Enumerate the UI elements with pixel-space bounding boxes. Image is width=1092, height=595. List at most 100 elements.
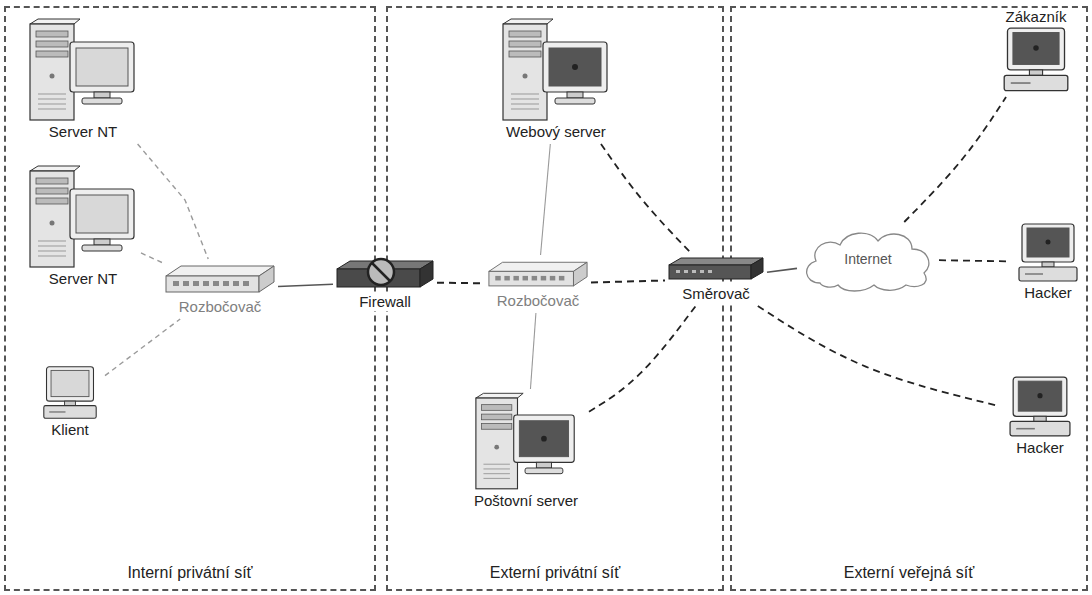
drive-bay: [36, 41, 68, 47]
vent-line: [483, 468, 509, 469]
firewall-icon: [336, 253, 434, 293]
monitor-frame: [1022, 224, 1074, 262]
hub-node: Rozbočovač: [488, 258, 588, 310]
monitor-frame: [514, 415, 575, 462]
hub-node: Rozbočovač: [165, 262, 275, 316]
cloud-outline: [807, 233, 929, 291]
drive-bay: [482, 424, 512, 430]
screen-dot: [1046, 240, 1051, 245]
hub-port: [193, 281, 199, 286]
tower-top: [476, 393, 523, 398]
hub-top: [166, 266, 274, 276]
hub-port: [523, 276, 528, 281]
network-link: [904, 97, 1006, 222]
router-node: Směrovač: [668, 255, 764, 303]
pc-icon: [38, 365, 102, 421]
monitor-stand: [1034, 416, 1046, 421]
hub-port: [183, 281, 189, 286]
hub-port: [203, 281, 209, 286]
monitor-screen: [76, 195, 128, 233]
device-label: Hacker: [1022, 284, 1074, 302]
drive-bay: [509, 51, 541, 57]
monitor-stand: [536, 462, 551, 468]
vent-line: [511, 99, 539, 100]
zone-label: Externí privátní síť: [488, 563, 623, 583]
drive-slot: [1025, 273, 1043, 275]
drive-bay: [482, 414, 512, 420]
drive-bay: [36, 31, 68, 37]
hub-side: [573, 262, 587, 286]
router-front: [669, 265, 751, 279]
network-link: [591, 280, 665, 282]
server-icon: [474, 392, 578, 492]
network-zone: Externí privátní síťWebový serverRozbočo…: [386, 6, 724, 591]
screen-dot: [572, 64, 578, 70]
network-zone: Externí veřejná síťInternetZákazníkHacke…: [730, 6, 1088, 591]
monitor-frame: [70, 189, 134, 239]
monitor-frame: [1007, 28, 1064, 70]
monitor-stand: [567, 92, 583, 98]
monitor-stand: [1042, 262, 1054, 267]
client-node: Klient: [38, 365, 102, 439]
power-button: [50, 221, 55, 226]
vent-line: [38, 251, 66, 252]
hub-icon: [165, 262, 275, 298]
network-link: [141, 253, 162, 263]
hub-port: [495, 276, 500, 281]
monitor-stand: [94, 92, 110, 98]
device-label: Hacker: [1014, 439, 1066, 457]
screen-dot: [541, 436, 547, 442]
drive-slot: [1011, 82, 1031, 84]
hub-side: [259, 266, 274, 292]
monitor-screen: [51, 370, 89, 396]
router-icon: [668, 255, 764, 285]
monitor-stand: [94, 239, 110, 245]
vent-line: [483, 473, 509, 474]
desktop-case: [44, 406, 96, 419]
zone-label: Externí veřejná síť: [842, 563, 977, 583]
monitor-base: [82, 245, 122, 251]
network-link: [589, 306, 696, 412]
hub-port: [223, 281, 229, 286]
hub-port: [233, 281, 239, 286]
router-light: [708, 270, 712, 273]
network-link: [541, 144, 551, 255]
tower-case: [476, 398, 518, 489]
device-label: Server NT: [47, 270, 119, 288]
device-label: Poštovní server: [472, 492, 580, 510]
computer-node: Hacker: [1010, 222, 1086, 302]
pc-icon: [996, 26, 1076, 94]
tower-top: [503, 19, 553, 24]
screen-dot: [1033, 45, 1038, 50]
router-light: [700, 270, 704, 273]
firewall-node: Firewall: [336, 253, 434, 311]
vent-line: [38, 256, 66, 257]
hub-port: [213, 281, 219, 286]
vent-line: [511, 109, 539, 110]
vent-line: [483, 478, 509, 479]
screen-dot: [1037, 393, 1042, 398]
monitor-frame: [1013, 377, 1067, 416]
drive-bay: [36, 188, 68, 194]
monitor-screen: [1018, 381, 1061, 411]
hub-port: [532, 276, 537, 281]
tower-case: [30, 24, 74, 120]
server-icon: [28, 18, 138, 123]
desktop-case: [1004, 75, 1068, 90]
device-label: Server NT: [47, 123, 119, 141]
monitor-stand: [1029, 70, 1042, 75]
router-light: [692, 270, 696, 273]
vent-line: [38, 104, 66, 105]
hub-front: [489, 271, 574, 286]
pc-icon: [1002, 375, 1078, 439]
tower-top: [30, 19, 80, 24]
drive-bay: [509, 41, 541, 47]
power-button: [50, 74, 55, 79]
hub-icon: [488, 258, 588, 292]
tower-case: [503, 24, 547, 120]
monitor-screen: [519, 421, 568, 457]
monitor-frame: [70, 42, 134, 92]
hub-port: [173, 281, 179, 286]
